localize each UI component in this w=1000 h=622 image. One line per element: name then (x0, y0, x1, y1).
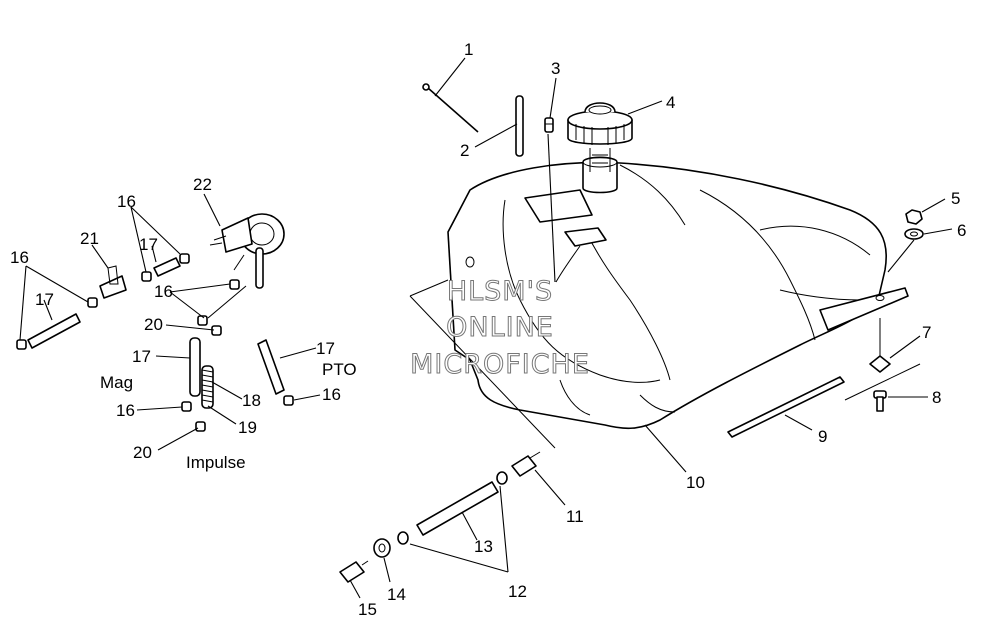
grommet (373, 538, 391, 558)
callout-17-mag: 17 (132, 347, 151, 366)
callout-14: 14 (387, 585, 406, 604)
callout-3: 3 (551, 59, 560, 78)
fuel-outlet-fitting (511, 451, 541, 477)
callout-11: 11 (566, 507, 584, 526)
leader-lines (19, 57, 953, 599)
hose-short (153, 257, 181, 277)
watermark-line-3: MICROFICHE (410, 349, 590, 380)
callout-16-far-left: 16 (10, 248, 29, 267)
callout-5: 5 (951, 189, 960, 208)
fuel-tee-fitting (99, 265, 127, 299)
callout-4: 4 (666, 93, 675, 112)
hose-clamp-upper (496, 471, 508, 485)
fuel-line-lower (416, 481, 499, 536)
callout-8: 8 (932, 388, 941, 407)
callout-17-upper: 17 (139, 235, 158, 254)
mount-strap (727, 376, 845, 438)
callout-19: 19 (238, 418, 257, 437)
callout-20-lower: 20 (133, 443, 152, 462)
callout-16-mag: 16 (116, 401, 135, 420)
vent-tie-strap (422, 83, 479, 133)
label-impulse: Impulse (186, 453, 246, 472)
fuel-shutoff-valve (339, 560, 369, 583)
label-pto: PTO (322, 360, 357, 379)
hose-left (27, 313, 81, 349)
fuel-cap (567, 102, 633, 172)
mount-plate (869, 355, 891, 373)
hose-clamp-lower (397, 531, 409, 545)
callout-labels: 1 2 3 4 5 6 7 8 9 10 11 12 13 14 15 16 1… (10, 40, 966, 619)
label-mag: Mag (100, 373, 133, 392)
vent-hose-upper (515, 95, 524, 157)
watermark: HLSM'S ONLINE MICROFICHE (410, 276, 590, 381)
callout-1: 1 (464, 40, 473, 59)
bolt (873, 390, 887, 412)
callout-17-pto: 17 (316, 339, 335, 358)
callout-20-upper: 20 (144, 315, 163, 334)
nut (905, 209, 923, 225)
callout-21: 21 (80, 229, 99, 248)
callout-12: 12 (508, 582, 527, 601)
callout-16-upper: 16 (117, 192, 136, 211)
fuel-tank (447, 156, 909, 430)
callout-16-pto: 16 (322, 385, 341, 404)
fuel-pump (209, 213, 285, 289)
callout-9: 9 (818, 427, 827, 446)
callout-18: 18 (242, 391, 261, 410)
watermark-line-1: HLSM'S (447, 276, 553, 307)
hose-mag (189, 337, 201, 397)
impulse-hose-spring (201, 365, 214, 409)
callout-6: 6 (957, 221, 966, 240)
callout-17-left: 17 (35, 290, 54, 309)
callout-2: 2 (460, 141, 469, 160)
callout-10: 10 (686, 473, 705, 492)
callout-7: 7 (922, 323, 931, 342)
callout-13: 13 (474, 537, 493, 556)
watermark-line-2: ONLINE (446, 312, 554, 343)
hose-clamp (16, 253, 294, 432)
hose-pto (257, 339, 285, 395)
callout-16-mid: 16 (154, 282, 173, 301)
text-labels: PTO Mag Impulse (100, 360, 357, 472)
vent-fitting (544, 117, 554, 133)
callout-22: 22 (193, 175, 212, 194)
washer (904, 228, 924, 240)
callout-15: 15 (358, 600, 377, 619)
